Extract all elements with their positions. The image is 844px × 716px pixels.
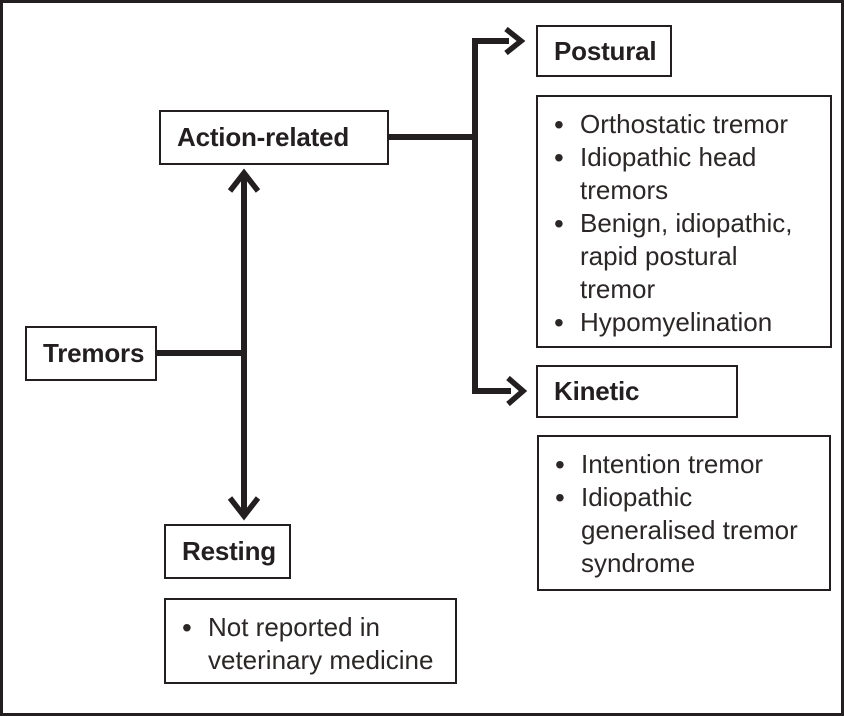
- bullet-icon: •: [554, 142, 564, 173]
- list-item: • Orthostatic tremor: [554, 108, 826, 141]
- list-item-text: Idiopathic head tremors: [580, 142, 757, 205]
- node-resting: Resting: [164, 524, 291, 579]
- list-item-text: Not reported in veterinary medicine: [208, 612, 434, 675]
- list-item: • Benign, idiopathic, rapid postural tre…: [554, 207, 826, 306]
- node-tremors: Tremors: [25, 326, 157, 381]
- resting-examples-box: • Not reported in veterinary medicine: [164, 598, 457, 684]
- list-item-text: Benign, idiopathic, rapid postural tremo…: [580, 208, 793, 304]
- node-action-related: Action-related: [159, 110, 389, 165]
- list-item-text: Intention tremor: [581, 449, 764, 479]
- bullet-icon: •: [555, 449, 565, 480]
- list-item-text: Hypomyelination: [580, 307, 773, 337]
- list-item: • Idiopathic generalised tremor syndrome: [555, 481, 825, 580]
- bullet-icon: •: [182, 612, 192, 643]
- arrowhead-down-icon: [227, 496, 261, 521]
- list-item: • Not reported in veterinary medicine: [182, 611, 451, 677]
- arrowhead-right-postural-icon: [504, 26, 526, 56]
- kinetic-examples-list: • Intention tremor • Idiopathic generali…: [555, 448, 825, 580]
- node-kinetic-label: Kinetic: [554, 376, 640, 406]
- bullet-icon: •: [554, 307, 564, 338]
- node-resting-label: Resting: [182, 536, 276, 566]
- postural-examples-list: • Orthostatic tremor • Idiopathic head t…: [554, 108, 826, 339]
- postural-elbow-line: [472, 38, 509, 394]
- bullet-icon: •: [554, 208, 564, 239]
- list-item: • Intention tremor: [555, 448, 825, 481]
- node-action-related-label: Action-related: [177, 122, 350, 152]
- node-postural-label: Postural: [554, 35, 657, 66]
- list-item: • Idiopathic head tremors: [554, 141, 826, 207]
- arrowhead-up-icon: [227, 168, 261, 193]
- node-postural: Postural: [536, 25, 672, 77]
- list-item-text: Orthostatic tremor: [580, 109, 789, 139]
- list-item: • Hypomyelination: [554, 306, 826, 339]
- arrowhead-right-kinetic-icon: [506, 375, 528, 407]
- postural-examples-box: • Orthostatic tremor • Idiopathic head t…: [536, 95, 832, 348]
- node-kinetic: Kinetic: [536, 365, 738, 418]
- node-tremors-label: Tremors: [43, 338, 145, 368]
- bullet-icon: •: [555, 482, 565, 513]
- list-item-text: Idiopathic generalised tremor syndrome: [581, 482, 798, 578]
- kinetic-examples-box: • Intention tremor • Idiopathic generali…: [537, 435, 831, 591]
- bullet-icon: •: [554, 109, 564, 140]
- resting-examples-list: • Not reported in veterinary medicine: [182, 611, 451, 677]
